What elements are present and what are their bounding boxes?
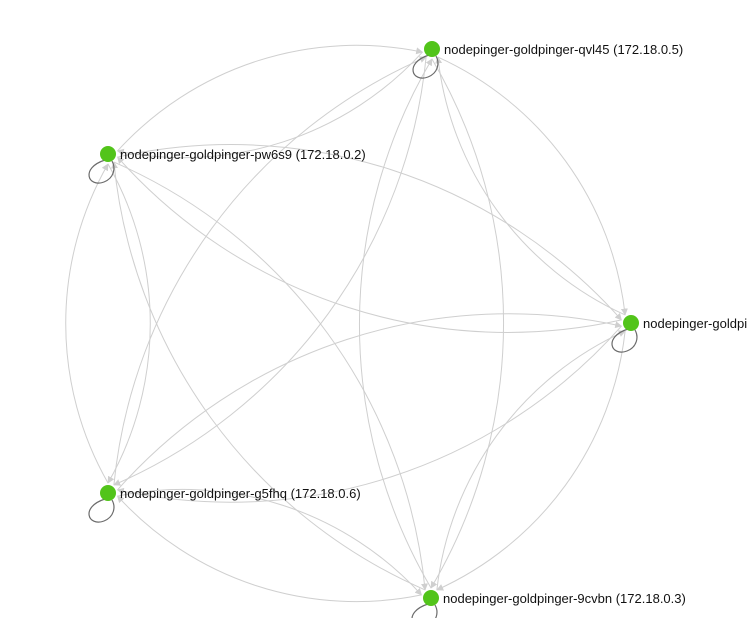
node-9cvbn[interactable]: nodepinger-goldpinger-9cvbn (172.18.0.3): [423, 590, 686, 606]
edge-g5fhq-to-qvl45: [113, 56, 427, 485]
edge-goldpi-to-g5fhq: [116, 325, 622, 503]
edge-goldpi-to-pw6s9: [117, 156, 622, 333]
node-dot-icon[interactable]: [100, 485, 116, 501]
self-loop-qvl45: [412, 54, 439, 79]
node-label: nodepinger-goldpinger-9cvbn (172.18.0.3): [443, 591, 686, 606]
node-qvl45[interactable]: nodepinger-goldpinger-qvl45 (172.18.0.5): [424, 41, 683, 57]
edges-layer: [65, 44, 628, 603]
node-dot-icon[interactable]: [100, 146, 116, 162]
edge-9cvbn-to-g5fhq: [117, 495, 422, 603]
self-loop-g5fhq: [88, 498, 115, 523]
edge-9cvbn-to-pw6s9: [111, 161, 426, 591]
edge-pw6s9-to-g5fhq: [107, 163, 151, 484]
edge-pw6s9-to-goldpi: [117, 144, 622, 321]
edge-g5fhq-to-pw6s9: [65, 163, 109, 484]
self-loop-goldpi: [611, 328, 638, 353]
node-label: nodepinger-goldpinger-qvl45 (172.18.0.5): [444, 42, 683, 57]
node-dot-icon[interactable]: [424, 41, 440, 57]
node-label: nodepinger-goldpinger-pw6s9 (172.18.0.2): [120, 147, 366, 162]
edge-g5fhq-to-9cvbn: [117, 488, 422, 596]
node-pw6s9[interactable]: nodepinger-goldpinger-pw6s9 (172.18.0.2): [100, 146, 366, 162]
node-dot-icon[interactable]: [623, 315, 639, 331]
edge-9cvbn-to-goldpi: [436, 330, 626, 590]
node-dot-icon[interactable]: [423, 590, 439, 606]
self-loop-pw6s9: [88, 159, 115, 184]
edge-g5fhq-to-goldpi: [117, 313, 623, 491]
edge-goldpi-to-qvl45: [435, 56, 626, 316]
node-label: nodepinger-goldpinger-g5fhq (172.18.0.6): [120, 486, 361, 501]
edge-pw6s9-to-qvl45: [117, 44, 424, 152]
node-g5fhq[interactable]: nodepinger-goldpinger-g5fhq (172.18.0.6): [100, 485, 361, 501]
edge-qvl45-to-9cvbn: [430, 58, 505, 589]
edge-qvl45-to-g5fhq: [113, 57, 427, 486]
self-loops-layer: [88, 54, 638, 618]
self-loop-9cvbn: [411, 603, 438, 618]
edge-qvl45-to-pw6s9: [116, 51, 423, 159]
edge-9cvbn-to-qvl45: [358, 58, 433, 589]
node-label: nodepinger-goldpi: [643, 316, 747, 331]
edge-qvl45-to-goldpi: [437, 56, 628, 316]
edge-goldpi-to-9cvbn: [436, 331, 626, 591]
node-goldpi[interactable]: nodepinger-goldpi: [623, 315, 747, 331]
edge-pw6s9-to-9cvbn: [113, 161, 428, 591]
